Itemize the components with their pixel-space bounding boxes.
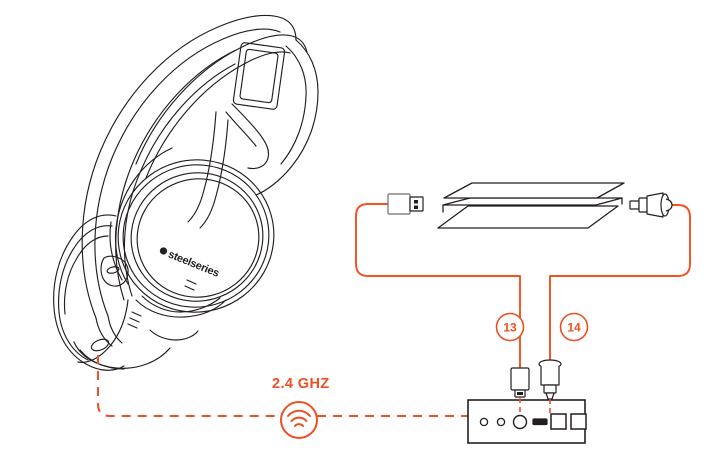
far-earcup-outer-3 (63, 235, 109, 315)
arctis-headset (53, 14, 319, 371)
callout-14-number: 14 (567, 321, 581, 335)
headband-strap-inner2 (123, 63, 236, 297)
earcup-cable-port-slot (90, 338, 110, 352)
earcup-bottom-plate (135, 299, 227, 318)
usb-plug-contact-1 (414, 200, 418, 204)
optical-cable (549, 204, 691, 361)
wireless-transmitter-base (467, 399, 587, 444)
far-yoke-arm (95, 317, 113, 347)
headband-adjust-window-outer (232, 42, 286, 110)
headband-right-sweep (255, 39, 319, 196)
usb-plug-base-end (510, 367, 530, 398)
wifi-arc-mid (290, 416, 308, 422)
earcup-plate-inner (136, 178, 260, 298)
callout-13-number: 13 (503, 321, 517, 335)
optical-plug-body (646, 192, 664, 218)
earcup-depth-edge-2 (109, 221, 123, 281)
optical-plug-base-end (538, 359, 562, 400)
wireless-link-headset-side (97, 355, 281, 417)
headband-rigid-band-lower (145, 51, 291, 179)
playstation-console (437, 182, 625, 229)
optical-plug-console-end (629, 192, 673, 218)
console-mid-strip (442, 197, 623, 206)
port-optical-in (550, 413, 567, 430)
usb-plug-tip (409, 196, 424, 212)
wifi-icon (287, 409, 311, 427)
port-small-jack-1 (479, 417, 489, 427)
port-optical-out (570, 413, 587, 430)
usb-base-plug-body (510, 367, 530, 391)
console-lower-slab (437, 205, 619, 229)
far-earcup-outer (53, 214, 125, 371)
optical-base-body (540, 366, 560, 386)
usb-cable (355, 203, 521, 369)
usb-base-plug-contact (517, 392, 523, 395)
optical-base-neck (543, 384, 557, 394)
far-yoke-arm-2 (107, 315, 123, 344)
headband-yoke-block-2 (225, 111, 257, 147)
optical-plug-strain-relief (665, 198, 673, 212)
headband-yoke-block (231, 103, 270, 170)
earcup-cushion-hatch-4 (186, 279, 197, 285)
headband-rigid-band (135, 34, 308, 165)
optical-plug-tip (629, 200, 640, 210)
callout-14-circle (559, 312, 589, 342)
steelseries-logo-icon (159, 247, 168, 255)
usb-plug-body (387, 193, 411, 215)
headband-outer-arc-inner (94, 28, 281, 317)
earcup-yoke-arm-2 (199, 119, 229, 229)
earcup-hinge-tab (100, 255, 129, 287)
earcup-depth-edge (114, 147, 173, 285)
earcup-yoke-arm (187, 111, 217, 223)
wifi-badge-circle (280, 401, 318, 439)
earcup-cushion-hatch-5 (184, 285, 195, 291)
usb-plug-console-end (387, 193, 424, 215)
earcup-hinge-tab-slot (106, 266, 120, 274)
wireless-frequency-label: 2.4 GHZ (272, 376, 330, 392)
callout-14: 14 (559, 312, 589, 342)
headband-right-sweep-inner (280, 45, 307, 165)
steelseries-wordmark: steelseries (166, 249, 220, 280)
wifi-arc-inner (294, 423, 304, 427)
port-micro-usb (532, 418, 548, 426)
port-large-jack (512, 414, 528, 430)
earcup-plate-ring (130, 172, 264, 302)
port-small-jack-2 (496, 417, 506, 427)
steelseries-brand-mark: steelseries (159, 247, 221, 280)
console-upper-slab (443, 182, 625, 199)
headband-strap-inner (115, 49, 237, 301)
headband-outer-arc (81, 14, 297, 319)
earcup-hinge-lower (141, 295, 221, 313)
earcup-cushion-hatch-1 (131, 311, 142, 317)
usb-plug-contact-2 (414, 205, 418, 209)
earcup-cushion-hatch-2 (129, 317, 140, 323)
headband-adjust-window-inner (239, 48, 279, 104)
wifi-badge (280, 401, 318, 439)
earcup-cable-port (149, 329, 199, 341)
far-earcup-outer-2 (58, 225, 113, 361)
earcup-bottom-bezel (73, 341, 171, 369)
callout-13-circle (495, 312, 525, 342)
earcup-outer-ring (117, 159, 275, 313)
optical-base-tip (545, 392, 555, 400)
far-earcup-cushion (77, 299, 129, 363)
callout-13: 13 (495, 312, 525, 342)
earcup-cushion-hatch-3 (127, 323, 138, 329)
optical-plug-neck (638, 197, 648, 213)
earcup-outer-ring-2 (122, 164, 270, 308)
wifi-arc-outer (287, 409, 311, 417)
